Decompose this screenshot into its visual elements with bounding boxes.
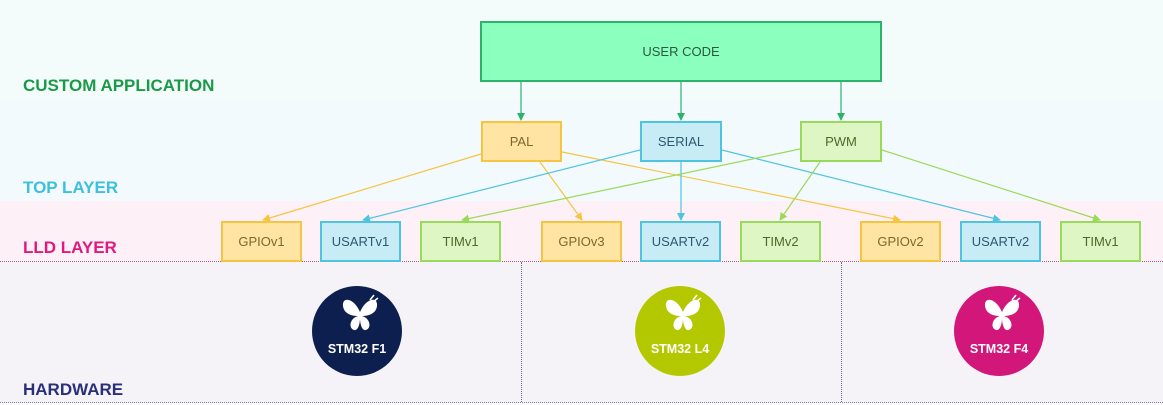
lld-driver-usartv1: USARTv1 [320,221,401,262]
top-layer-band [0,101,1163,202]
lld-driver-gpiov3: GPIOv3 [541,221,622,262]
user-code-box: USER CODE [480,21,882,82]
mcu-series-label: F4 [1010,342,1029,356]
pwm-to-timv1-line [461,148,801,223]
butterfly-icon [665,294,702,331]
pal-to-gpiov2-line [561,151,901,223]
layer-label-lld-layer: LLD LAYER [23,238,117,257]
pal-to-gpiov3-line [539,161,583,221]
lld-driver-gpiov1: GPIOv1 [221,221,302,262]
pwm-box: PWM [800,121,882,162]
lld-driver-usartv2: USARTv2 [640,221,721,262]
lld-driver-usartv2: USARTv2 [960,221,1041,262]
lld-driver-gpiov2: GPIOv2 [860,221,941,262]
mcu-series-label: L4 [691,342,710,356]
mcu-series-label: F1 [368,342,387,356]
mcu-family-label: STM32 [327,342,369,356]
mcu-chip-label: STM32 F1 [312,342,402,356]
mcu-family-label: STM32 [969,342,1011,356]
hardware-divider [521,262,522,402]
mcu-family-label: STM32 [650,342,692,356]
serial-to-usartv1-line [362,149,641,223]
lld-driver-timv1: TIMv1 [420,221,501,262]
mcu-chip-label: STM32 L4 [635,342,725,356]
serial-box: SERIAL [640,121,722,162]
lld-driver-timv2: TIMv2 [740,221,821,262]
mcu-chip-label: STM32 F4 [954,342,1044,356]
layer-label-custom-application: CUSTOM APPLICATION [23,76,215,95]
pal-to-gpiov1-line [262,153,482,222]
serial-to-usartv2-line [721,149,1001,223]
layer-label-top-layer: TOP LAYER [23,178,119,197]
hardware-divider [841,262,842,402]
layer-label-hardware: HARDWARE [23,380,124,399]
mcu-chip: STM32 F4 [954,286,1044,376]
butterfly-icon [342,294,379,331]
pwm-to-timv2-line [779,161,821,221]
butterfly-icon [984,294,1021,331]
pal-box: PAL [481,121,562,162]
mcu-chip: STM32 L4 [635,286,725,376]
pwm-to-timv1-line [881,149,1101,222]
mcu-chip: STM32 F1 [312,286,402,376]
lld-driver-timv1: TIMv1 [1060,221,1141,262]
